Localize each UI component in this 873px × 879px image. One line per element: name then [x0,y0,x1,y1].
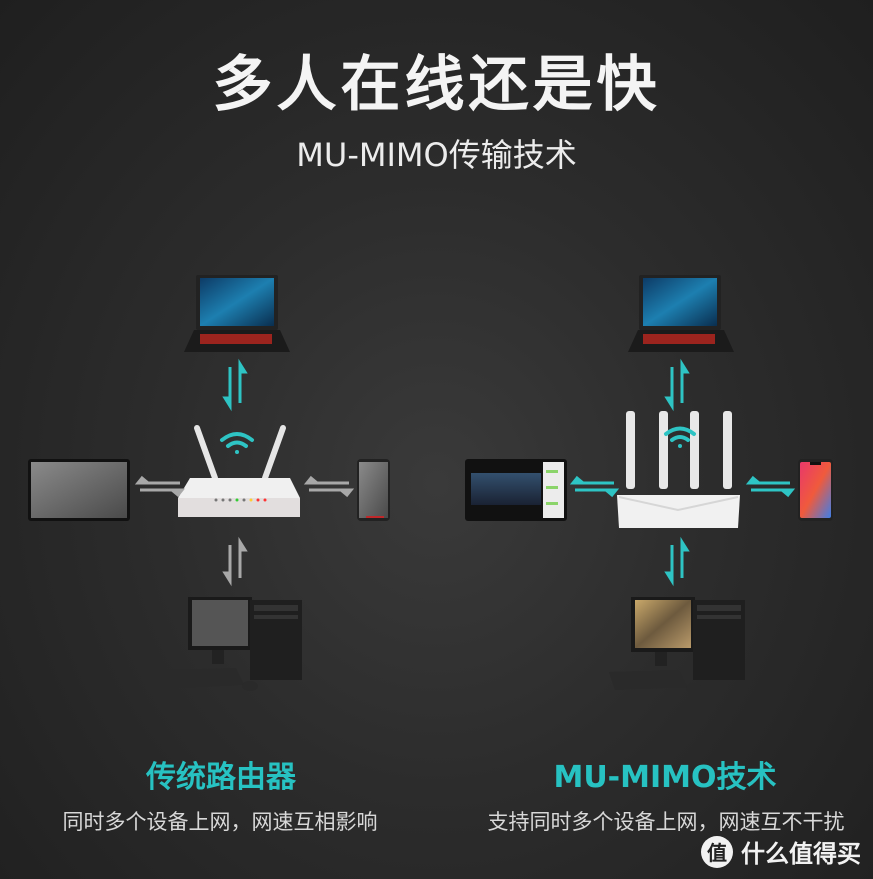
bidirectional-arrow-bottom [664,536,690,587]
page-title: 多人在线还是快 [212,50,661,120]
phone-icon [798,459,833,521]
mu-mimo-caption-title: MU-MIMO技术 [553,760,777,795]
desktop-pc-icon [166,597,302,691]
bidirectional-arrow-bottom [222,536,248,587]
bidirectional-arrow-right [303,475,355,498]
traditional-caption-desc: 同时多个设备上网，网速互相影响 [62,810,378,834]
bidirectional-arrow-left [569,475,620,498]
tablet-icon [28,459,130,521]
router-four-antenna-icon [617,411,740,528]
tablet-icon [465,459,567,521]
watermark-text: 什么值得买 [741,840,861,868]
page-subtitle: MU-MIMO传输技术 [296,136,577,174]
bidirectional-arrow-left [134,475,186,498]
laptop-icon [628,275,734,352]
laptop-icon [184,275,290,352]
mu-mimo-caption-desc: 支持同时多个设备上网，网速互不干扰 [487,810,845,834]
watermark: 值 什么值得买 [701,834,861,869]
watermark-logo-icon: 值 [701,835,733,868]
wifi-icon [220,432,254,454]
wifi-icon [664,426,696,448]
traditional-caption-title: 传统路由器 [146,760,296,795]
desktop-pc-icon [609,597,745,693]
bidirectional-arrow-top [222,358,248,412]
bidirectional-arrow-right [745,475,796,498]
router-two-antenna-icon [178,425,300,517]
phone-icon [357,459,390,521]
bidirectional-arrow-top [664,358,690,412]
